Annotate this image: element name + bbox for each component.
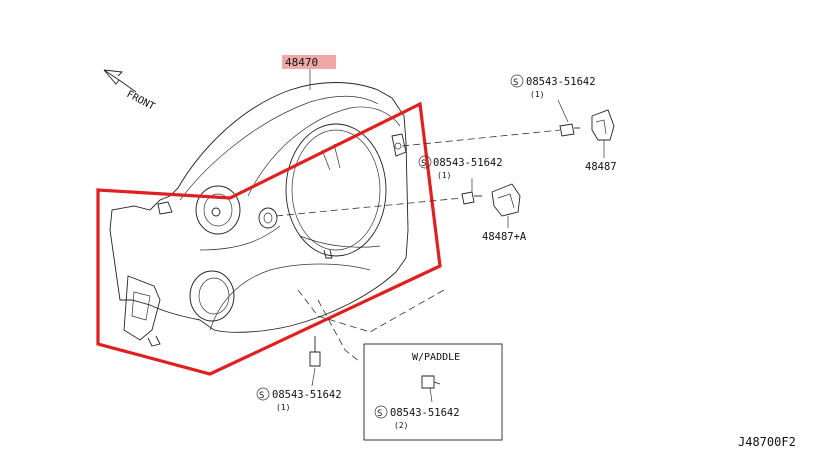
paddle-inset-box xyxy=(363,343,503,441)
cap-right xyxy=(591,109,615,141)
screw-top-right-number: 08543-51642 xyxy=(526,76,596,88)
screw-paddle xyxy=(421,375,441,389)
main-part-label-bg xyxy=(282,55,336,69)
main-part-number: 48470 xyxy=(285,56,318,69)
screw-symbol-top: S xyxy=(510,74,524,88)
svg-text:S: S xyxy=(377,409,382,419)
diagram-code: J48700F2 xyxy=(738,435,796,449)
leader-paddle-box xyxy=(297,289,445,333)
screw-mid-qty: (1) xyxy=(437,171,451,180)
screw-bottom-qty: (1) xyxy=(276,403,290,412)
front-label: FRONT xyxy=(125,89,157,113)
leader-bottom xyxy=(311,367,316,387)
cap-right-number: 48487 xyxy=(585,161,617,173)
svg-text:S: S xyxy=(513,78,518,88)
screw-bottom-number: 08543-51642 xyxy=(272,389,342,401)
screw-paddle-qty: (2) xyxy=(394,421,408,430)
highlight-box xyxy=(96,101,442,376)
svg-text:S: S xyxy=(421,159,426,169)
paddle-inset-title: W/PADDLE xyxy=(412,352,460,363)
leader-paddle-screw xyxy=(429,387,433,403)
svg-text:S: S xyxy=(259,391,264,401)
screw-mid xyxy=(461,191,482,205)
leader-top-right xyxy=(557,99,569,123)
leader-screw-mid xyxy=(275,197,463,217)
screw-paddle-number: 08543-51642 xyxy=(390,407,460,419)
column-cover xyxy=(109,82,409,347)
screw-mid-number: 08543-51642 xyxy=(433,157,503,169)
screw-bottom xyxy=(309,336,321,367)
front-arrow xyxy=(103,69,137,93)
leader-paddle xyxy=(317,299,361,363)
cap-mid-number: 48487+A xyxy=(482,231,527,243)
leader-screw-top xyxy=(401,129,561,147)
screw-symbol-mid: S xyxy=(418,155,432,169)
screw-symbol-paddle: S xyxy=(374,405,388,419)
screw-top-right xyxy=(559,123,580,137)
screw-top-right-qty: (1) xyxy=(530,90,544,99)
cap-mid xyxy=(491,183,521,217)
screw-symbol-bottom: S xyxy=(256,387,270,401)
